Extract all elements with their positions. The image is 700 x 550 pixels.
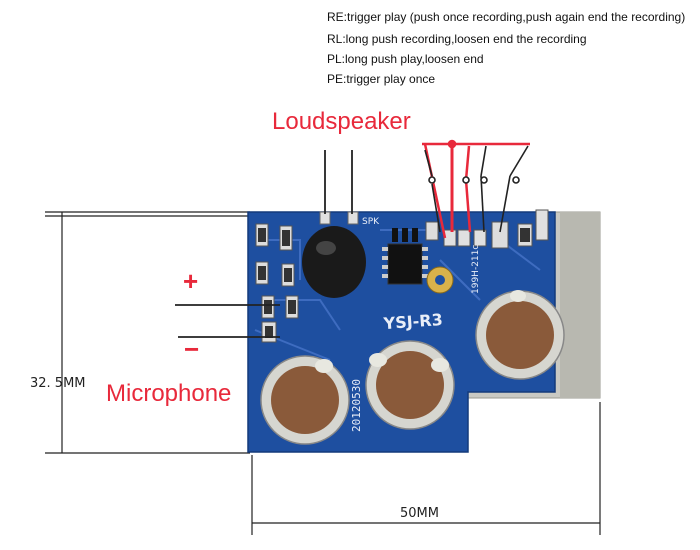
legend-line-pl: PL:long push play,loosen end — [327, 52, 484, 66]
board-model-text: YSJ-R3 — [382, 310, 443, 333]
cob-chip-highlight — [316, 241, 336, 255]
width-dimension — [251, 402, 601, 535]
microphone-wires — [175, 304, 280, 338]
switch-wiring — [422, 139, 530, 239]
board-code-text: 199H-211c — [471, 245, 481, 294]
plus-sign: + — [183, 266, 199, 296]
pin-headers — [392, 221, 439, 242]
legend-line-pe: PE:trigger play once — [327, 72, 436, 86]
ic-chip — [382, 243, 428, 285]
speaker-pad-2 — [347, 211, 359, 225]
contact-pad-middle — [365, 340, 455, 430]
metal-plate-edge — [560, 212, 600, 398]
contact-pad-large — [475, 290, 565, 380]
cob-chip — [302, 226, 366, 298]
minus-sign: − — [184, 334, 200, 364]
legend-line-rl: RL:long push recording,loosen end the re… — [327, 32, 587, 46]
board-date-text: 20120530 — [350, 379, 363, 432]
height-dimension-label: 32. 5MM — [30, 376, 86, 391]
width-dimension-label: 50MM — [400, 506, 439, 521]
speaker-wires — [324, 150, 353, 214]
switch-pads — [443, 209, 549, 249]
contact-pad-left — [260, 355, 350, 445]
legend-line-re: RE:trigger play (push once recording,pus… — [327, 10, 686, 24]
microphone-label: Microphone — [106, 380, 232, 407]
board-spk-text: SPK — [362, 217, 380, 227]
height-dimension — [45, 211, 250, 454]
smd-components-left — [255, 223, 299, 343]
loudspeaker-label: Loudspeaker — [272, 108, 411, 135]
